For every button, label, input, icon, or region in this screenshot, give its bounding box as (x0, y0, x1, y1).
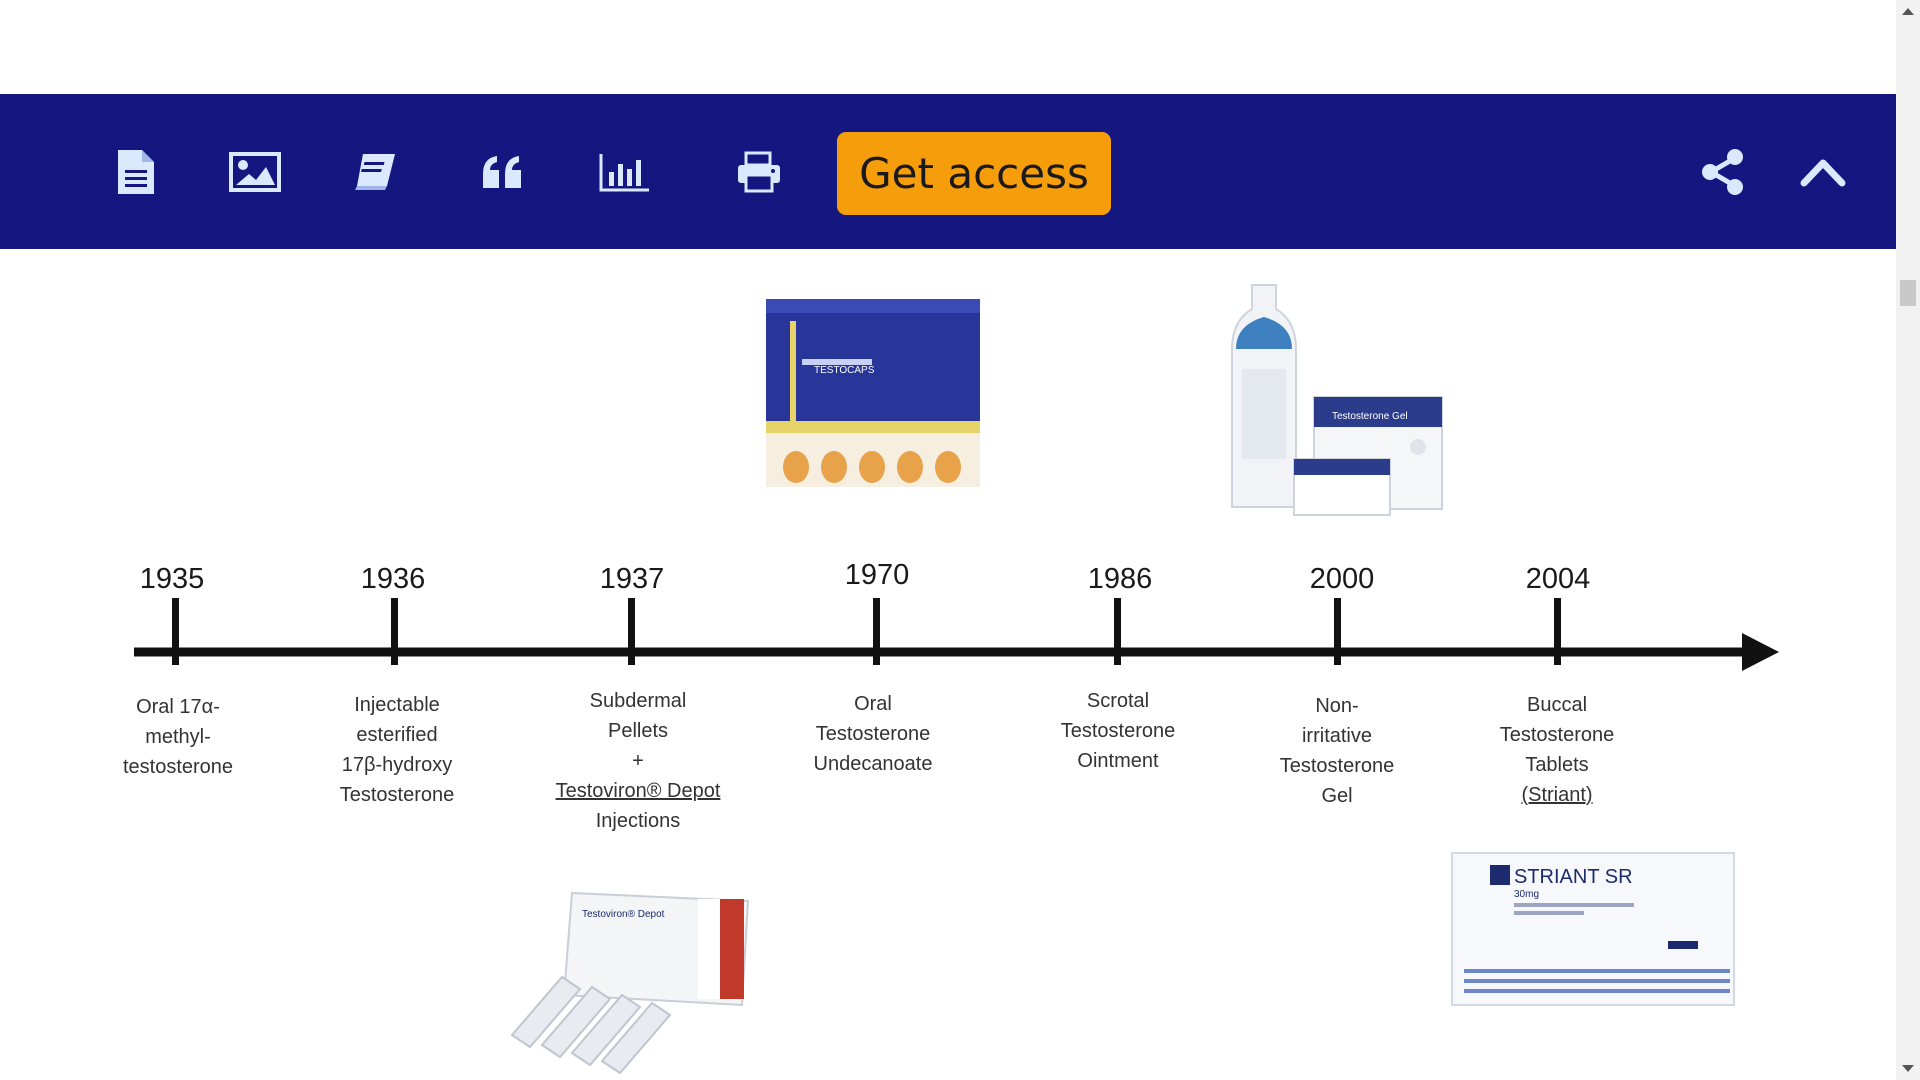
svg-text:Testoviron® Depot: Testoviron® Depot (582, 909, 665, 920)
timeline-event-1935: Oral 17α- methyl- testosterone (122, 696, 234, 778)
testosterone-gel-pack-image: Testosterone Gel (1231, 284, 1443, 516)
timeline-event-2000: Non- irritative Testosterone Gel (1279, 695, 1395, 807)
timeline-axis (134, 598, 1779, 671)
scroll-down-arrow-icon[interactable] (1902, 1065, 1914, 1072)
timeline-event-2004: Buccal Testosterone Tablets (Striant) (1499, 694, 1615, 806)
chevron-up-icon[interactable] (1800, 94, 1846, 249)
timeline-year: 1937 (599, 563, 665, 595)
testoviron-depot-pack-image: Testoviron® Depot (510, 891, 750, 1075)
timeline-year: 2000 (1309, 563, 1375, 595)
timeline-event-1937: Subdermal Pellets + Testoviron® Depot In… (555, 690, 721, 832)
svg-text:TESTOCAPS: TESTOCAPS (814, 365, 875, 376)
svg-text:30mg: 30mg (1514, 889, 1539, 900)
timeline-year: 1970 (844, 559, 910, 591)
print-icon[interactable] (736, 94, 782, 249)
timeline-event-1986: Scrotal Testosterone Ointment (1060, 690, 1176, 772)
timeline-year: 1936 (360, 563, 426, 595)
timeline-year: 1986 (1087, 563, 1153, 595)
striant-sr-pack-image: STRIANT SR 30mg (1451, 852, 1735, 1006)
scroll-thumb[interactable] (1900, 280, 1916, 306)
testosterone-timeline-figure: 1935 1936 1937 1970 1986 2000 2004 Oral … (0, 249, 1896, 1080)
article-icon[interactable] (112, 94, 160, 249)
vertical-scrollbar[interactable] (1896, 0, 1920, 1080)
get-access-button[interactable]: Get access (837, 132, 1111, 215)
scroll-up-arrow-icon[interactable] (1902, 8, 1914, 15)
timeline-year: 1935 (139, 563, 205, 595)
cite-quote-icon[interactable] (480, 94, 526, 249)
share-icon[interactable] (1698, 94, 1748, 249)
timeline-event-1970: Oral Testosterone Undecanoate (813, 693, 933, 775)
timeline-event-1936: Injectable esterified 17β-hydroxy Testos… (339, 694, 455, 806)
reference-book-icon[interactable] (352, 94, 398, 249)
svg-text:Testosterone Gel: Testosterone Gel (1332, 411, 1408, 422)
article-toolbar (0, 94, 1896, 249)
metrics-chart-icon[interactable] (598, 94, 652, 249)
oral-testosterone-pack-image: TESTOCAPS (766, 299, 980, 487)
timeline-year: 2004 (1525, 563, 1591, 595)
svg-text:STRIANT SR: STRIANT SR (1514, 866, 1633, 888)
figure-image-icon[interactable] (228, 94, 282, 249)
